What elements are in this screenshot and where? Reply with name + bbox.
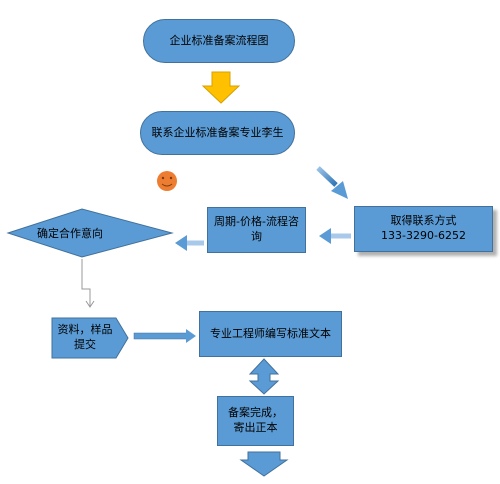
confirm-diamond (6, 208, 174, 258)
phone-number: 133-3290-6252 (381, 229, 466, 242)
smiley-icon (157, 171, 177, 191)
contact-expert-label: 联系企业标准备案专业李生 (151, 125, 284, 139)
diagonal-arrow (316, 166, 348, 199)
get-contact-title: 取得联系方式 (390, 214, 457, 228)
docs-shape (51, 317, 129, 359)
docs-label: 资料，样品提交 (57, 323, 113, 351)
right-arrow (133, 329, 196, 343)
start-label: 企业标准备案流程图 (169, 33, 269, 47)
up-down-arrow (248, 358, 280, 395)
left-arrow-2 (175, 235, 204, 251)
start-node: 企业标准备案流程图 (143, 19, 295, 63)
consult-label: 周期-价格-流程咨询 (214, 215, 299, 243)
engineer-label: 专业工程师编写标准文本 (210, 326, 331, 340)
get-contact-node: 取得联系方式 133-3290-6252 (354, 206, 493, 252)
engineer-node: 专业工程师编写标准文本 (199, 311, 342, 357)
docs-node: 资料，样品提交 (52, 318, 124, 358)
elbow-connector (81, 259, 95, 308)
done-label: 备案完成，寄出正本 (228, 406, 283, 434)
confirm-label: 确定合作意向 (37, 227, 103, 240)
start-down-arrow (201, 71, 241, 104)
done-node: 备案完成，寄出正本 (217, 396, 294, 446)
final-down-arrow (239, 451, 289, 477)
left-arrow-1 (319, 228, 351, 244)
consult-node: 周期-价格-流程咨询 (207, 207, 306, 253)
contact-expert-node: 联系企业标准备案专业李生 (140, 111, 295, 155)
